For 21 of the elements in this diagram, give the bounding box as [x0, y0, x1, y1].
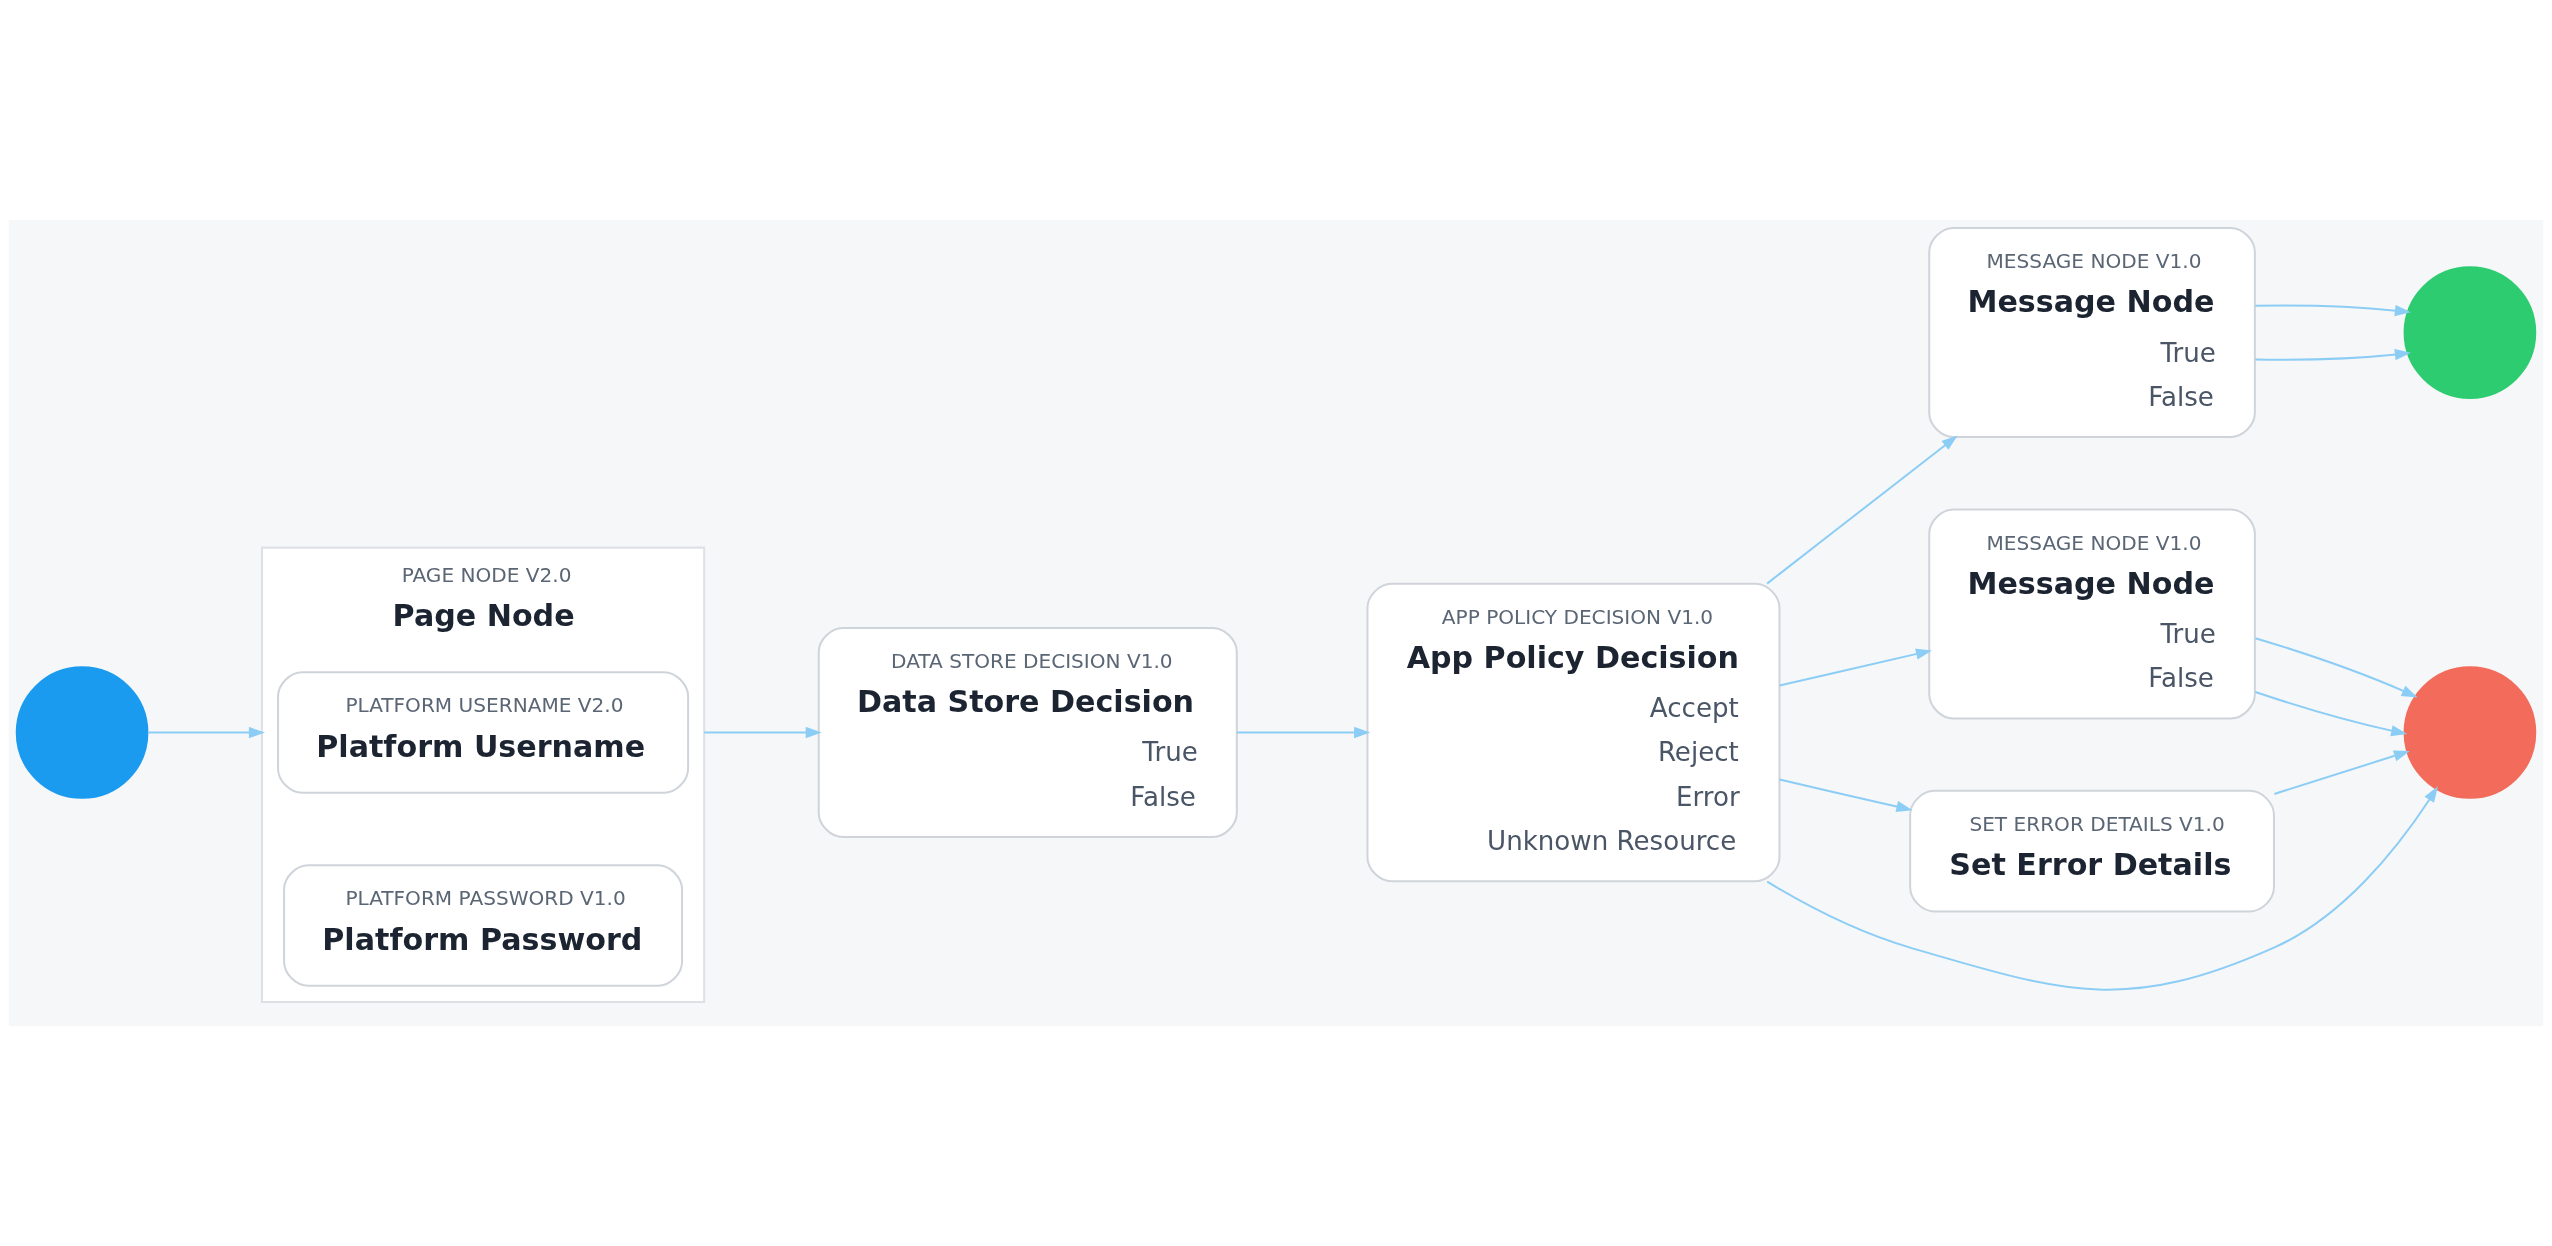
arrow	[147, 726, 265, 739]
node-box: MESSAGE NODE V1.0 Message Node True False	[1928, 508, 2256, 720]
arrow	[2255, 637, 2418, 698]
arrow	[2255, 349, 2411, 361]
node-box: PLATFORM PASSWORD V1.0 Platform Password	[283, 864, 684, 987]
node-circle	[2403, 266, 2537, 399]
node-box: DATA STORE DECISION V1.0 Data Store Decision True False	[817, 627, 1238, 839]
arrow	[1779, 778, 1913, 813]
arrow	[1779, 648, 1932, 687]
node-box: APP POLICY DECISION V1.0 App Policy Decision Accept Reject Error Unknown Resource	[1366, 582, 1781, 883]
arrow	[2255, 304, 2411, 317]
node-circle	[15, 666, 149, 799]
arrow	[704, 726, 822, 739]
arrow	[2274, 750, 2410, 795]
arrow	[1766, 435, 1958, 585]
arrow	[2255, 691, 2408, 737]
node-box: MESSAGE NODE V1.0 Message Node True False	[1928, 227, 2256, 439]
node-box: SET ERROR DETAILS V1.0 Set Error Details	[1909, 789, 2275, 913]
arrow	[1236, 726, 1371, 739]
node-circle	[2403, 666, 2537, 799]
node-box: PLATFORM USERNAME V2.0 Platform Username	[277, 671, 690, 794]
